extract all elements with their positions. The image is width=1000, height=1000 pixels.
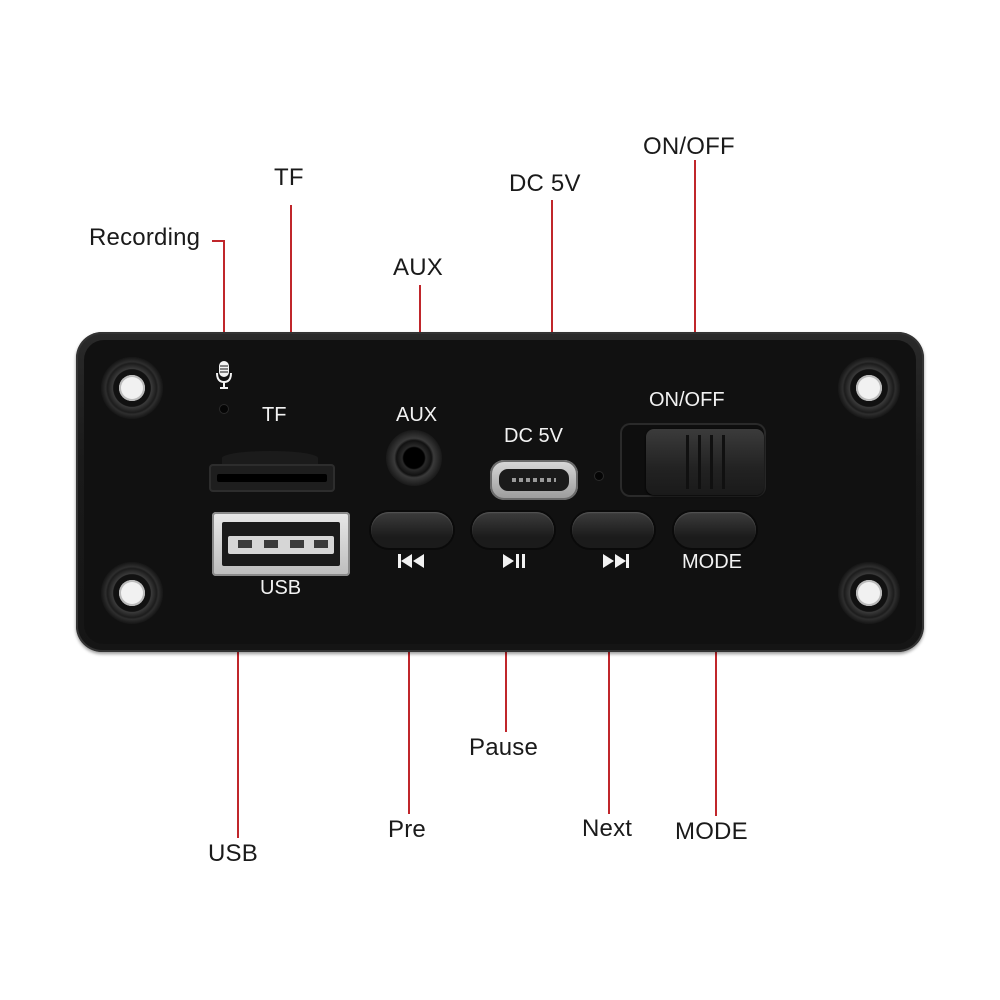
callout-pre: Pre — [388, 816, 426, 843]
leader-usb — [237, 560, 239, 838]
usb-port-opening — [222, 522, 340, 566]
mounting-hole-bottom-left — [101, 562, 163, 624]
switch-ridge — [686, 435, 689, 489]
usb-label: USB — [260, 577, 302, 599]
usb-port[interactable] — [212, 512, 350, 576]
callout-pause: Pause — [469, 734, 539, 761]
mode-label: MODE — [682, 551, 742, 573]
mode-button[interactable] — [674, 512, 756, 548]
callout-usb: USB — [208, 840, 258, 867]
usb-pin — [264, 540, 278, 548]
microphone-icon — [216, 361, 232, 389]
leader-recording — [223, 240, 225, 358]
callout-aux: AUX — [393, 254, 443, 281]
switch-ridge — [698, 435, 701, 489]
dc5v-micro-usb-port[interactable] — [490, 460, 578, 500]
mounting-hole-top-left — [101, 357, 163, 419]
mounting-hole-top-right — [838, 357, 900, 419]
switch-ridge — [710, 435, 713, 489]
tf-card-slot[interactable] — [209, 464, 335, 492]
tf-slot-notch — [222, 451, 318, 465]
aux-jack[interactable] — [386, 430, 442, 486]
status-led — [595, 472, 603, 480]
callout-dc5v: DC 5V — [509, 170, 581, 197]
callout-onoff: ON/OFF — [643, 133, 735, 160]
leader-onoff — [694, 160, 696, 450]
tf-label: TF — [262, 404, 287, 426]
dc5v-label: DC 5V — [504, 425, 563, 447]
play-pause-icon — [503, 554, 525, 568]
usb-port-tongue — [228, 536, 334, 554]
usb-pin — [238, 540, 252, 548]
pause-button[interactable] — [472, 512, 554, 548]
leader-next — [608, 548, 610, 814]
mounting-hole-bottom-right — [838, 562, 900, 624]
pre-button[interactable] — [371, 512, 453, 548]
previous-track-icon — [398, 554, 424, 568]
onoff-label: ON/OFF — [649, 389, 725, 411]
callout-mode: MODE — [675, 818, 748, 845]
leader-mode — [715, 548, 717, 816]
switch-ridge — [722, 435, 725, 489]
power-switch[interactable] — [646, 429, 764, 495]
usb-pin — [314, 540, 328, 548]
callout-recording: Recording — [89, 224, 201, 251]
next-button[interactable] — [572, 512, 654, 548]
leader-pre — [408, 548, 410, 814]
callout-next: Next — [582, 815, 633, 842]
leader-recording-h — [212, 240, 224, 242]
next-track-icon — [603, 554, 629, 568]
recording-mic-hole — [220, 405, 228, 413]
usb-pin — [290, 540, 304, 548]
aux-label: AUX — [396, 404, 438, 426]
callout-tf: TF — [274, 164, 304, 191]
